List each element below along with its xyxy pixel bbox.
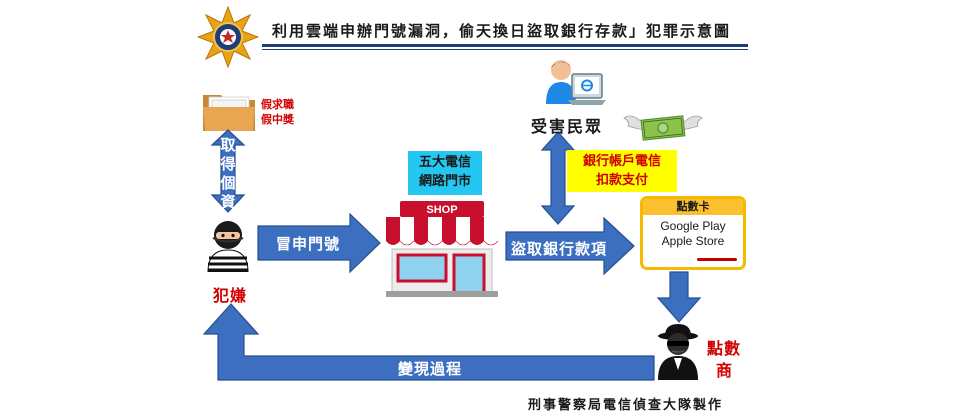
arrow-obtain-data <box>210 129 246 213</box>
point-card-line-apple: Apple Store <box>661 234 725 248</box>
arrow-apply-number <box>257 212 381 274</box>
telecom-store-line-1: 五大電信 <box>418 155 471 170</box>
folder-note-1: 假求職 <box>261 98 294 111</box>
bank-payment-line-2: 扣款支付 <box>595 173 648 188</box>
arrow-card-to-dealer <box>656 271 702 323</box>
folder-note-2: 假中獎 <box>261 113 294 126</box>
bank-payment-box: 銀行帳戶電信 扣款支付 <box>567 150 677 192</box>
point-card-title: 點數卡 <box>643 199 743 215</box>
arrow-cash-out <box>202 303 655 381</box>
label-cash-out: 變現過程 <box>398 360 463 378</box>
point-card-line-google: Google Play <box>660 219 726 233</box>
point-dealer-line-1: 點數 <box>707 339 742 358</box>
point-dealer-line-2: 商 <box>716 361 734 380</box>
point-dealer-icon <box>658 324 698 380</box>
flying-money-icon <box>623 115 703 141</box>
point-card-stripe <box>697 258 737 261</box>
shop-sign-text: SHOP <box>426 204 457 216</box>
police-badge-icon <box>197 6 259 68</box>
title-rule <box>262 44 748 47</box>
label-apply-number: 冒申門號 <box>276 235 341 253</box>
point-card: 點數卡 Google Play Apple Store <box>640 196 746 270</box>
arrow-steal-deposits <box>505 216 635 276</box>
bank-payment-line-1: 銀行帳戶電信 <box>582 154 661 169</box>
title-rule-thin <box>262 49 748 50</box>
label-steal-deposits: 盜取銀行款項 <box>511 240 608 258</box>
credit-text: 刑事警察局電信偵查大隊製作 <box>528 398 724 413</box>
victim-computer-icon <box>546 60 606 105</box>
telecom-store-box: 五大電信 網路門市 <box>408 151 482 195</box>
thief-icon <box>207 221 249 272</box>
diagram-title: 利用雲端申辦門號漏洞，偷天換日盜取銀行存款」犯罪示意圖 <box>272 22 732 40</box>
label-obtain-data: 取得個資 <box>220 136 236 211</box>
shop-icon: SHOP <box>386 201 499 297</box>
telecom-store-line-2: 網路門市 <box>418 174 471 189</box>
victim-label: 受害民眾 <box>531 117 604 136</box>
suspect-label: 犯嫌 <box>213 286 248 305</box>
folder-icon <box>203 95 255 131</box>
